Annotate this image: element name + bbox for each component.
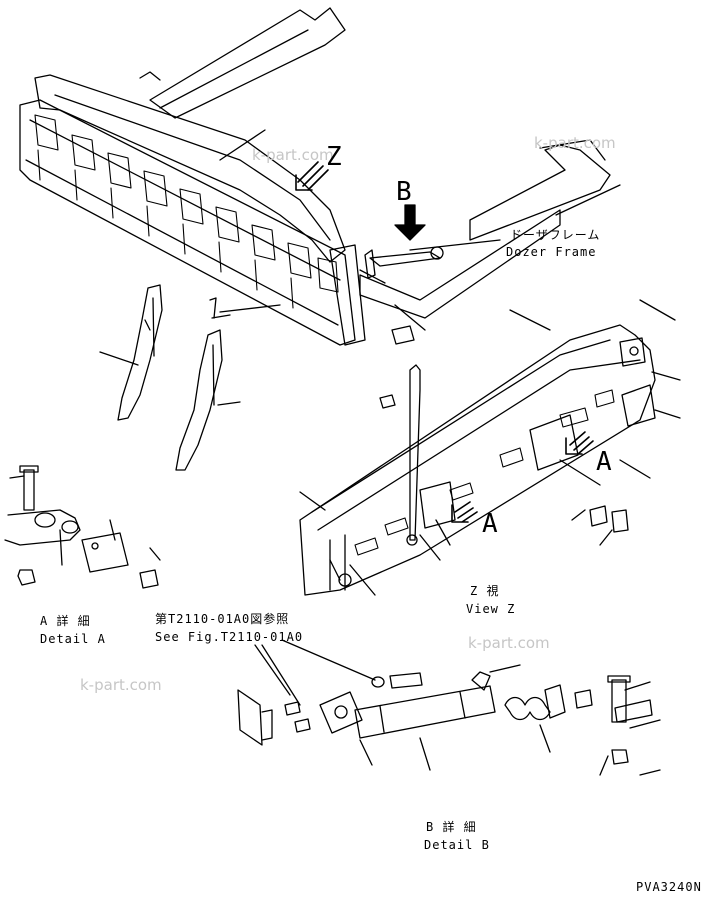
view-letter-z: Z bbox=[326, 142, 342, 172]
view-z-drawing bbox=[299, 299, 681, 596]
view-letter-a: A bbox=[596, 447, 612, 477]
watermark: k-part.com bbox=[534, 134, 616, 152]
ripper-shanks bbox=[99, 284, 281, 471]
detail-b-caption-jp: B 詳 細 bbox=[426, 820, 477, 834]
figure-reference-jp: 第T2110-01A0図参照 bbox=[155, 612, 290, 626]
ripper-beam-assembly bbox=[19, 7, 621, 346]
drawing-code: PVA3240N bbox=[636, 880, 702, 894]
view-z-caption-en: View Z bbox=[466, 602, 516, 616]
detail-b-caption-en: Detail B bbox=[424, 838, 490, 852]
view-letter-a: A bbox=[482, 509, 498, 539]
dozer-frame-label-jp: ドーザフレーム bbox=[510, 228, 601, 242]
dozer-frame-label-en: Dozer Frame bbox=[506, 245, 597, 259]
detail-a-caption-jp: A 詳 細 bbox=[40, 614, 91, 628]
detail-a-caption-en: Detail A bbox=[40, 632, 106, 646]
watermark: k-part.com bbox=[252, 146, 334, 164]
detail-a-drawing bbox=[4, 465, 161, 589]
view-z-caption-jp: Z 視 bbox=[470, 584, 500, 598]
detail-b-drawing bbox=[237, 639, 661, 776]
figure-reference-en: See Fig.T2110-01A0 bbox=[155, 630, 304, 644]
watermark: k-part.com bbox=[468, 634, 550, 652]
view-letter-b: B bbox=[396, 177, 412, 207]
watermark: k-part.com bbox=[80, 676, 162, 694]
